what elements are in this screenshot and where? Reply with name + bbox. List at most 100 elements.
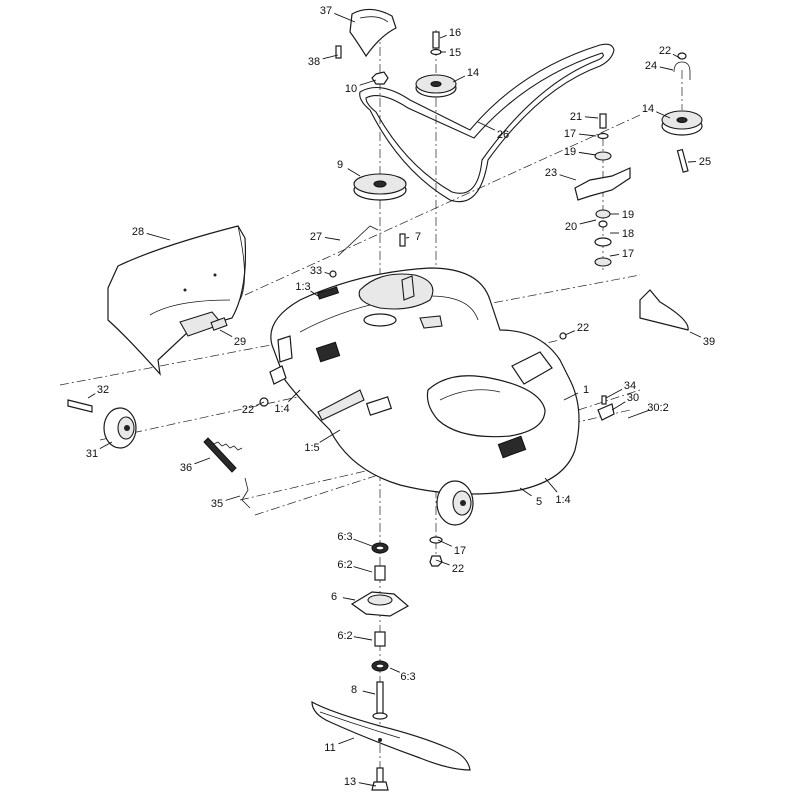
callout-c37: 37 [320,5,332,17]
drive-belt [359,43,615,203]
callout-c18: 18 [622,228,634,240]
leader-c22d [435,559,450,566]
callout-c14d: 1:4 [555,494,570,506]
leader-c36 [194,457,211,465]
callout-c39: 39 [703,336,715,348]
blade-bolt [371,767,389,791]
callout-c22b: 22 [577,322,589,334]
leader-c17a [578,133,597,137]
leader-c19a [578,151,597,156]
callout-c26: 26 [497,129,509,141]
callout-c25: 25 [699,156,711,168]
leader-c28 [146,233,171,241]
leader-c39 [689,331,702,338]
leader-c63a [353,538,373,547]
deck-decals [315,286,527,459]
callout-c7: 7 [415,231,421,243]
idler-pulley [415,74,457,98]
callout-leaders [87,13,702,787]
callout-c22d: 22 [452,563,464,575]
callout-c8: 8 [351,684,357,696]
nut [371,71,389,85]
callout-c27: 27 [310,231,322,243]
callout-c24: 24 [645,60,657,72]
leader-c16 [439,34,447,39]
callout-c63b: 6:3 [400,671,415,683]
callout-c6: 6 [331,591,337,603]
leader-c23 [559,174,577,181]
leader-c62b [353,636,373,641]
leader-c27 [324,237,341,241]
leader-c22c [256,401,265,406]
axle-bolt [67,399,93,413]
callout-c1: 1 [583,384,589,396]
leader-c21 [584,116,599,119]
grass-chute [107,225,247,376]
callout-c16: 16 [449,27,461,39]
callout-c22a: 22 [659,45,671,57]
leader-c30 [611,401,626,411]
front-wheel [436,480,474,526]
leader-c32 [87,393,96,399]
leader-c14a [452,75,466,83]
callout-c38: 38 [308,56,320,68]
callout-c28: 28 [132,226,144,238]
cutting-blade [311,700,471,771]
spring [203,437,243,473]
idler-arm [574,113,631,267]
chute-spring [210,317,228,331]
leader-c29 [219,329,233,338]
callout-c34: 34 [624,380,636,392]
leader-c1 [563,392,579,401]
leader-c31 [99,441,113,450]
rear-rod [241,477,251,509]
callout-c14a: 14 [467,67,479,79]
leader-c13 [358,782,377,787]
leader-c7 [405,237,410,239]
leader-c14c [288,389,301,402]
callout-c15b: 1:5 [304,442,319,454]
callout-c14b: 14 [642,103,654,115]
callout-c10: 10 [345,83,357,95]
callout-c62b: 6:2 [337,630,352,642]
leader-c22b [564,330,575,336]
callout-c17b: 17 [622,248,634,260]
callout-c31: 31 [86,448,98,460]
deflector [349,8,397,58]
leader-c22a [672,53,681,59]
spindle-assembly [350,536,443,720]
callout-c33: 33 [310,265,322,277]
callout-c62a: 6:2 [337,559,352,571]
blade-pulley [353,173,407,201]
leader-c30b [627,409,650,419]
idler-bolt [430,31,442,56]
callout-c17c: 17 [454,545,466,557]
callout-c5: 5 [536,496,542,508]
leader-c9 [347,168,361,177]
callout-c22c: 22 [242,404,254,416]
callout-c21: 21 [570,111,582,123]
callout-c9: 9 [337,159,343,171]
leader-c13b [310,290,319,297]
callout-c30: 30 [627,392,639,404]
mower-deck [269,267,580,495]
callout-c11: 11 [324,742,335,754]
leader-c14d [544,477,558,493]
deck-hardware [259,233,615,421]
callout-c63a: 6:3 [337,531,352,543]
callout-c29: 29 [234,336,246,348]
leader-c15b [319,429,341,443]
leader-c33 [324,272,331,275]
callout-c13b: 1:3 [295,281,310,293]
leader-c37 [334,13,356,23]
leader-c6 [342,597,356,601]
leader-c38 [322,54,339,60]
leader-c11 [338,737,355,745]
leader-c26 [477,121,496,131]
callout-c35: 35 [211,498,223,510]
leader-c14b [656,111,671,119]
leader-c17b [609,254,620,257]
leader-c62a [353,566,373,573]
